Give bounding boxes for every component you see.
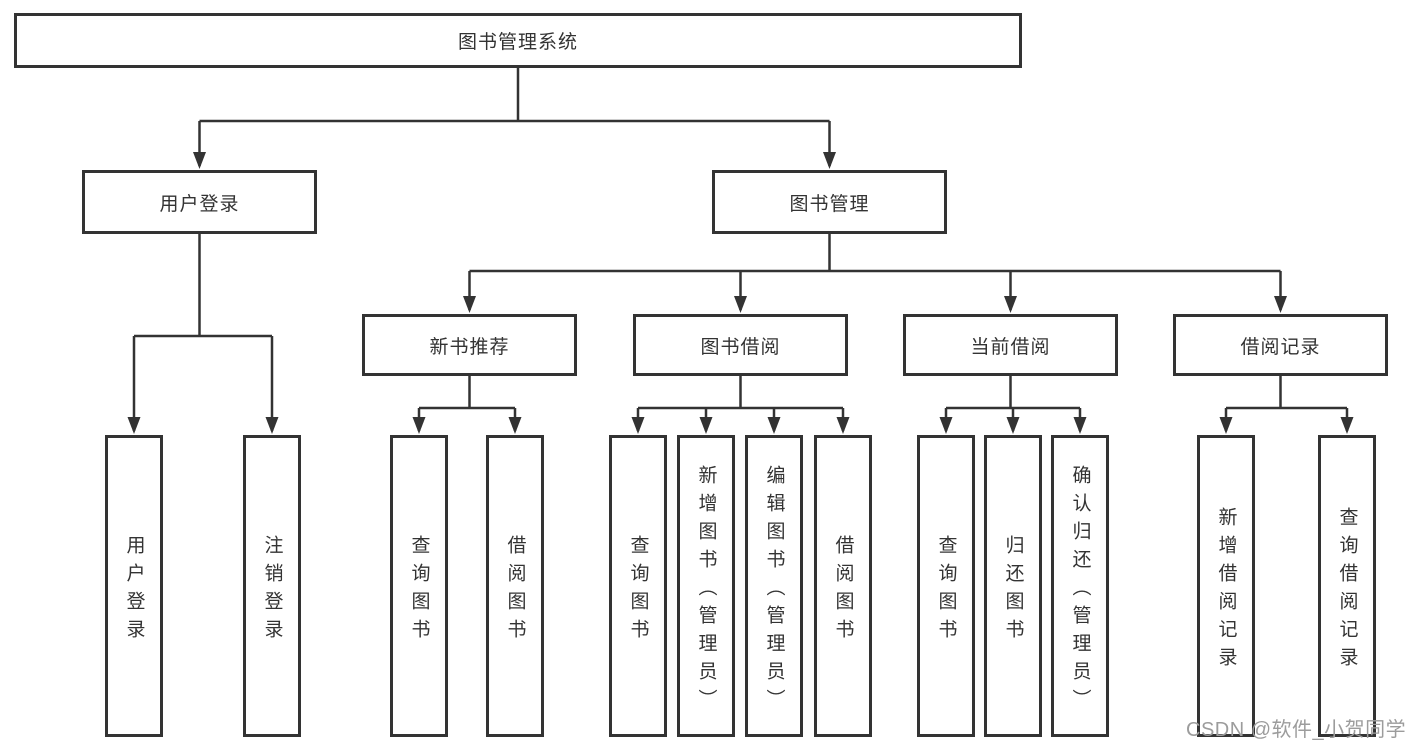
node-borrow-records: 借阅记录 [1173,314,1388,376]
node-label: 确认归还（管理员） [1069,464,1091,717]
node-label: 查询图书 [935,534,957,647]
leaf-borrow-books-recommend: 借阅图书 [486,435,544,737]
leaf-borrow-books: 借阅图书 [814,435,872,737]
node-label: 借阅图书 [504,534,526,647]
node-label: 图书管理 [789,193,870,215]
csdn-watermark: CSDN @软件_小贺同学 [1186,719,1405,741]
node-label: 借阅图书 [832,534,854,647]
leaf-return-books: 归还图书 [984,435,1042,737]
node-label: 新书推荐 [429,336,510,358]
node-label: 查询图书 [408,534,430,647]
node-label: 新增借阅记录 [1215,506,1237,675]
node-label: 当前借阅 [970,336,1051,358]
node-label: 编辑图书（管理员） [763,464,785,717]
node-label: 用户登录 [159,193,240,215]
leaf-query-borrow-record: 查询借阅记录 [1318,435,1376,737]
node-label: 查询图书 [627,534,649,647]
leaf-user-login: 用户登录 [105,435,163,737]
node-label: 用户登录 [123,534,145,647]
node-label: 图书借阅 [700,336,781,358]
node-label: 借阅记录 [1240,336,1321,358]
node-user-login: 用户登录 [82,170,317,234]
node-label: 注销登录 [261,534,283,647]
node-label: 新增图书（管理员） [695,464,717,717]
leaf-add-borrow-record: 新增借阅记录 [1197,435,1255,737]
leaf-query-books-borrow: 查询图书 [609,435,667,737]
node-library-management-system: 图书管理系统 [14,13,1022,68]
leaf-query-books-current: 查询图书 [917,435,975,737]
leaf-add-books-admin: 新增图书（管理员） [677,435,735,737]
node-current-borrow: 当前借阅 [903,314,1118,376]
node-label: 查询借阅记录 [1336,506,1358,675]
node-label: 图书管理系统 [457,32,578,53]
node-label: 归还图书 [1002,534,1024,647]
node-book-borrow: 图书借阅 [633,314,848,376]
arrowheads [127,152,1354,434]
leaf-query-books-recommend: 查询图书 [390,435,448,737]
leaf-edit-books-admin: 编辑图书（管理员） [745,435,803,737]
leaf-logout: 注销登录 [243,435,301,737]
node-new-book-recommend: 新书推荐 [362,314,577,376]
node-book-management: 图书管理 [712,170,947,234]
leaf-confirm-return-admin: 确认归还（管理员） [1051,435,1109,737]
connector-paths [132,68,1349,431]
